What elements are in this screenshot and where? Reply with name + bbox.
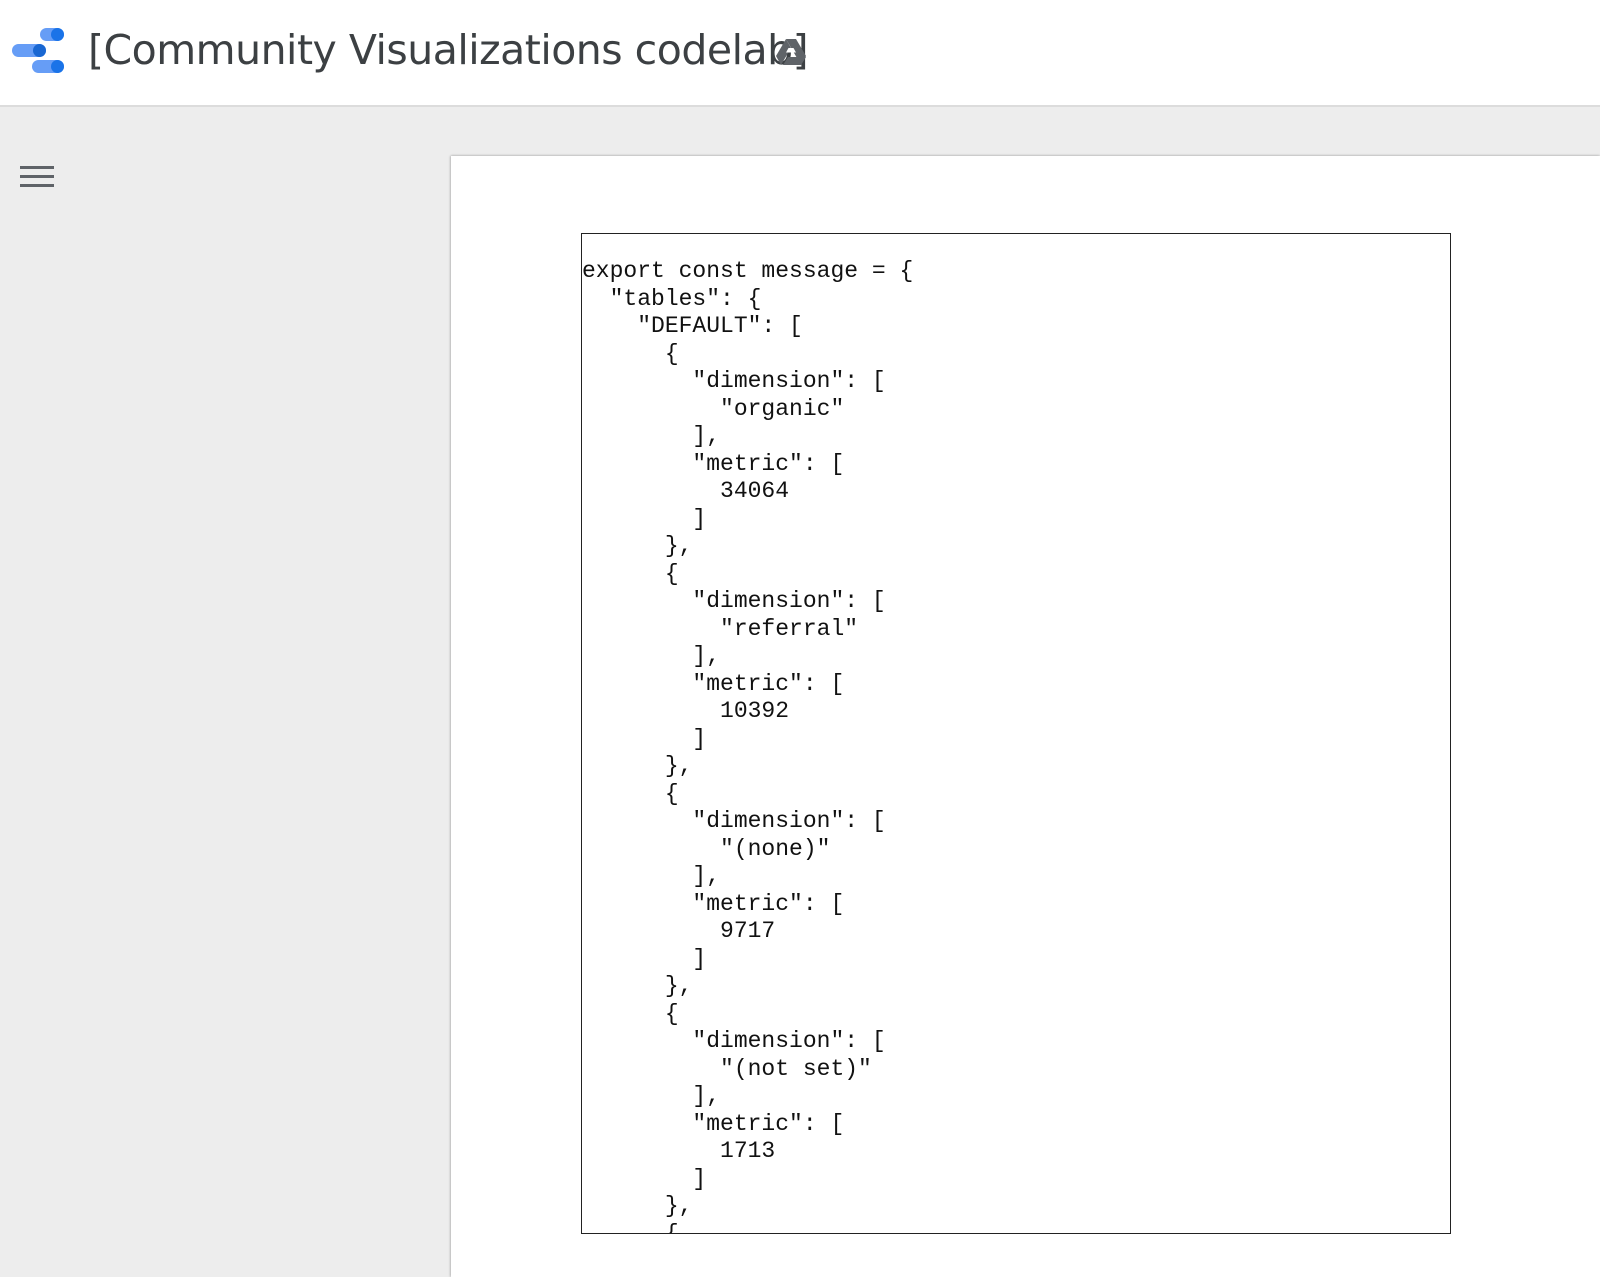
hamburger-menu-icon[interactable] — [14, 158, 60, 198]
data-studio-logo-icon[interactable] — [10, 26, 66, 76]
code-block: export const message = { "tables": { "DE… — [582, 258, 914, 1234]
top-app-bar: [Community Visualizations codelab] — [0, 0, 1600, 107]
report-title[interactable]: [Community Visualizations codelab] — [88, 26, 809, 74]
google-drive-icon — [776, 39, 806, 65]
code-block-frame: export const message = { "tables": { "DE… — [581, 233, 1451, 1234]
